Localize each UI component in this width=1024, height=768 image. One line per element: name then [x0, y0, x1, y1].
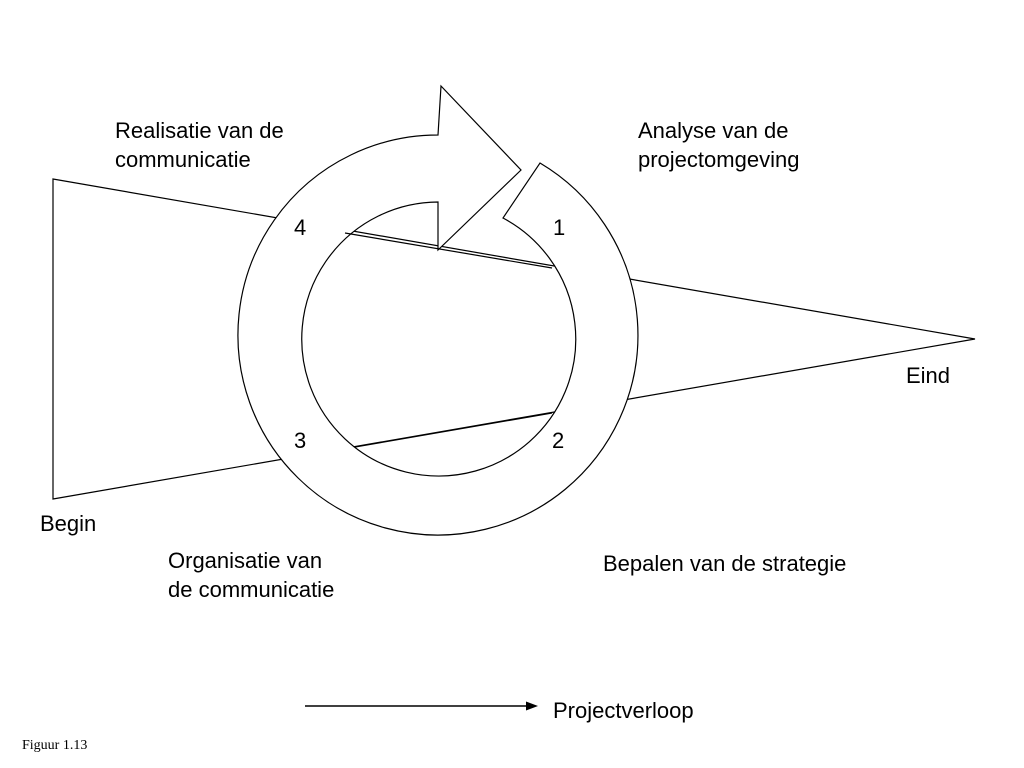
label-analyse-line2: projectomgeving: [638, 147, 800, 172]
project-funnel: [52, 178, 976, 500]
cycle-arrow-ring: [237, 84, 639, 536]
label-realisatie-line1: Realisatie van de: [115, 118, 284, 143]
legend-arrow-head: [526, 701, 538, 711]
legend-label: Projectverloop: [553, 698, 694, 723]
label-begin: Begin: [40, 511, 97, 536]
step-number-2: 2: [552, 428, 565, 453]
label-realisatie: Realisatie van de communicatie: [115, 116, 284, 174]
step-number-3: 3: [294, 428, 307, 453]
funnel-bottom-inner: [354, 412, 553, 448]
label-strategie: Bepalen van de strategie: [603, 551, 847, 576]
label-organisatie: Organisatie van de communicatie: [168, 546, 334, 604]
label-organisatie-line1: Organisatie van: [168, 548, 323, 573]
step-number-4: 4: [294, 215, 307, 240]
label-analyse-line1: Analyse van de: [638, 118, 789, 143]
label-eind: Eind: [906, 363, 951, 388]
figure-caption: Figuur 1.13: [22, 738, 88, 753]
step-number-1: 1: [553, 215, 566, 240]
label-organisatie-line2: de communicatie: [168, 577, 335, 602]
label-realisatie-line2: communicatie: [115, 147, 251, 172]
funnel-top-inner: [344, 232, 553, 269]
label-analyse: Analyse van de projectomgeving: [638, 116, 799, 174]
